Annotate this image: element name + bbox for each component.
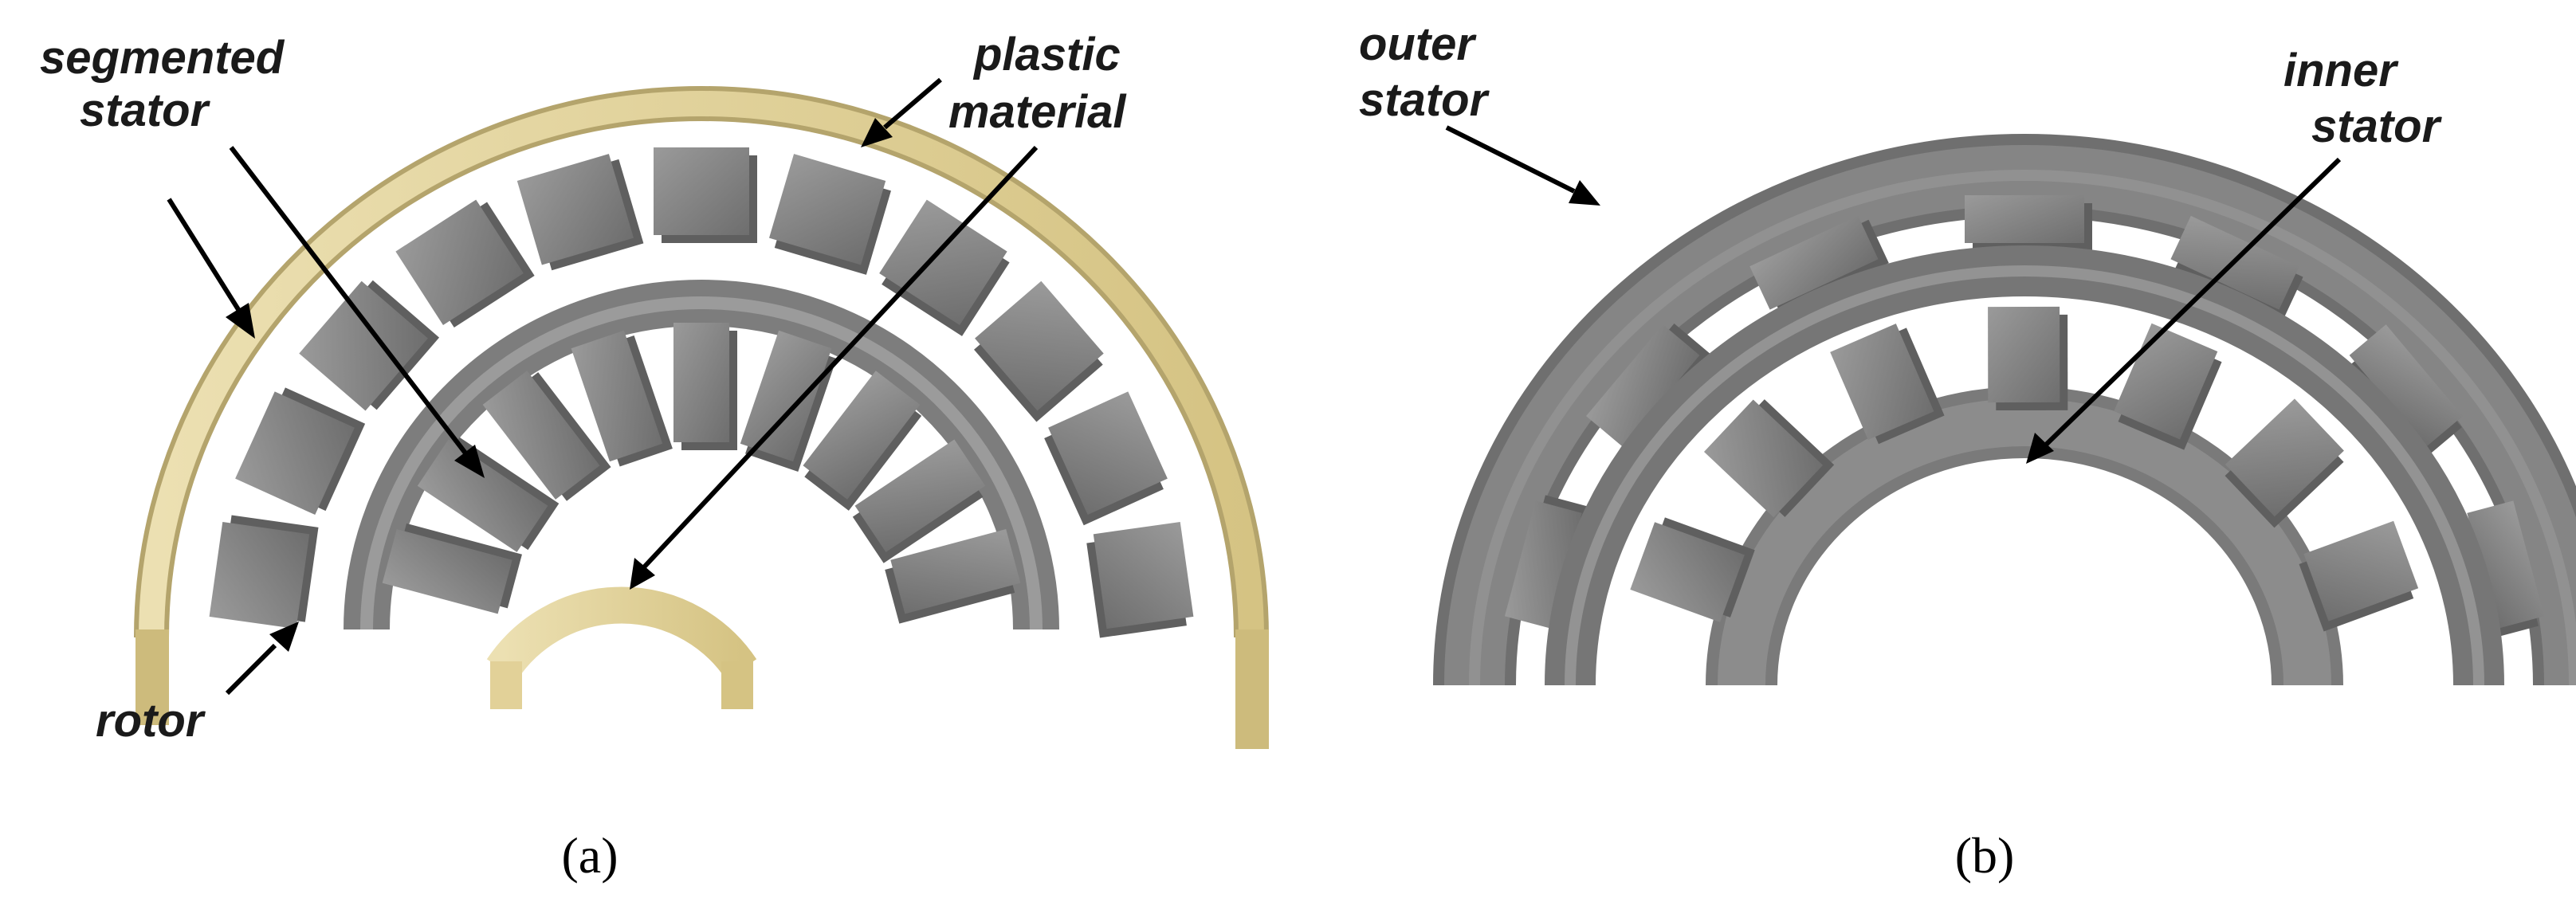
outer-stator xyxy=(1433,134,2576,686)
arrow-plastic-material-1 xyxy=(861,77,942,147)
svg-text:plastic: plastic xyxy=(972,29,1121,80)
stator-segment xyxy=(395,199,535,328)
outer-stator-tooth xyxy=(1504,495,1592,629)
rotor-tooth xyxy=(852,439,986,563)
inner-stator-tooth xyxy=(1830,324,1945,445)
label-outer-stator: outer stator xyxy=(1359,18,1490,126)
plastic-inner-ring xyxy=(486,586,757,709)
stator-segment xyxy=(654,147,757,243)
outer-stator-tooth xyxy=(1965,195,2092,251)
arrow-segmented-stator-2 xyxy=(229,146,485,478)
stator-segment xyxy=(879,199,1010,336)
rotor-tooth xyxy=(740,330,837,472)
arrow-outer-stator xyxy=(1445,125,1600,206)
inner-stator-tooth xyxy=(1630,517,1755,622)
caption-b: (b) xyxy=(1955,827,2015,884)
rotor-tooth xyxy=(482,371,611,501)
inner-stator-teeth xyxy=(1630,306,2419,632)
stator-segment xyxy=(516,154,644,271)
label-plastic-material: plastic material xyxy=(948,29,1127,138)
rotor-arc xyxy=(344,280,1059,630)
svg-text:stator: stator xyxy=(2311,100,2443,152)
stator-segment xyxy=(974,280,1104,422)
panel-a: segmented stator plastic material rotor xyxy=(40,29,1269,884)
label-rotor: rotor xyxy=(96,695,206,747)
rotor-tooth xyxy=(382,523,522,614)
rotor-tooth xyxy=(673,323,737,450)
inner-stator-tooth xyxy=(1988,306,2068,411)
stator-segment xyxy=(235,387,366,516)
svg-text:material: material xyxy=(948,86,1127,138)
outer-stator-tooth xyxy=(1749,215,1889,314)
svg-text:outer: outer xyxy=(1359,18,1477,70)
panel-b: outer stator inner stator (b) xyxy=(1359,18,2576,884)
rotor-teeth xyxy=(382,323,1021,624)
outer-stator-tooth xyxy=(2348,324,2463,458)
inner-stator-tooth xyxy=(2225,398,2344,528)
stator-segment xyxy=(1044,391,1168,526)
shaft-opening xyxy=(1825,498,2224,685)
rotor-tooth xyxy=(803,371,922,511)
arrow-inner-stator xyxy=(2026,157,2342,464)
svg-text:segmented: segmented xyxy=(40,32,285,84)
rotor-tooth xyxy=(417,437,560,552)
rotor-tooth xyxy=(885,528,1021,624)
label-segmented-stator: segmented stator xyxy=(40,32,285,136)
inner-stator-tooth xyxy=(1703,399,1835,518)
arrow-segmented-stator-1 xyxy=(167,198,255,339)
rotor-ring xyxy=(1545,245,2504,686)
svg-text:stator: stator xyxy=(80,84,211,136)
stator-segment xyxy=(299,280,440,411)
outer-stator-tooth xyxy=(1586,324,1711,447)
inner-stator-tooth xyxy=(2299,520,2419,632)
rotor-tooth xyxy=(571,330,673,467)
segmented-stator xyxy=(209,147,1194,638)
plastic-outer-ring xyxy=(134,86,1269,749)
arrow-rotor xyxy=(225,622,299,696)
svg-text:inner: inner xyxy=(2283,45,2399,96)
outer-stator-tooth xyxy=(2461,500,2545,639)
stator-segment xyxy=(1086,522,1194,638)
caption-a: (a) xyxy=(561,827,618,884)
stator-segment xyxy=(769,154,891,275)
inner-stator xyxy=(1706,386,2343,686)
arrow-plastic-material-2 xyxy=(630,145,1039,590)
stator-segment xyxy=(209,515,319,629)
svg-text:stator: stator xyxy=(1359,74,1490,126)
label-inner-stator: inner stator xyxy=(2283,45,2443,152)
